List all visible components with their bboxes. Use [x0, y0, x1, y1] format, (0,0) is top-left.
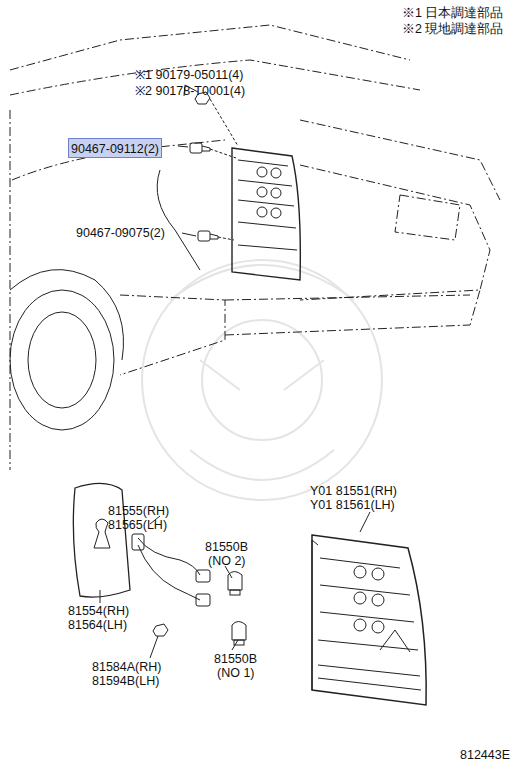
part-label: ※2 90178-T0001(4): [135, 84, 245, 98]
tire: [10, 290, 114, 430]
bulbs: [228, 572, 246, 646]
watermark: [142, 260, 382, 500]
part-label: ※1 90179-05011(4): [135, 68, 243, 82]
wheel-arch: [10, 270, 123, 360]
part-label: 81550B: [214, 652, 257, 666]
part-label: 81554(RH): [68, 604, 129, 618]
wheel: [28, 312, 96, 408]
installed-rear-lamp: [232, 148, 300, 280]
part-label: Y01 81561(LH): [310, 498, 395, 512]
gasket: [73, 483, 130, 597]
fasteners: [190, 92, 238, 241]
part-label: ※2 現地調達部品: [402, 22, 503, 36]
part-number: 90467-09112(2): [71, 142, 159, 156]
part-label: 90467-09075(2): [76, 226, 165, 240]
part-label: 81555(RH): [108, 504, 169, 518]
part-label: ※1 日本調達部品: [402, 6, 503, 20]
gasket-hole: [94, 519, 110, 548]
vehicle-body: [10, 25, 500, 470]
nut: [153, 624, 168, 636]
highlighted-part-number: 90467-09112(2): [68, 138, 162, 158]
part-label: 81550B: [205, 540, 248, 554]
leader-lines: [100, 85, 370, 658]
rear-combination-lamp: [312, 535, 426, 705]
part-label: 81564(LH): [68, 618, 127, 632]
part-label: (NO 1): [217, 666, 255, 680]
part-label: Y01 81551(RH): [310, 484, 397, 498]
part-label: 812443E: [460, 748, 510, 762]
part-label: 81594B(LH): [92, 674, 159, 688]
part-label: (NO 2): [208, 554, 246, 568]
part-label: 81584A(RH): [92, 660, 161, 674]
part-label: 81565(LH): [108, 518, 167, 532]
socket-wire: [132, 534, 210, 606]
fuel-door: [157, 170, 200, 270]
